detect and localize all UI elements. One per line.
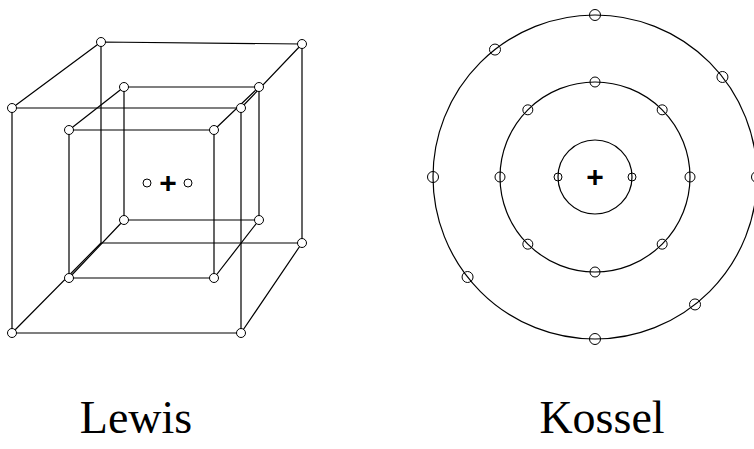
electron (8, 104, 17, 113)
electron (184, 179, 192, 187)
lewis-cubes (12, 42, 302, 333)
electron (210, 274, 219, 283)
electron (120, 83, 129, 92)
electron (65, 126, 74, 135)
electron (298, 239, 307, 248)
electron (752, 172, 754, 183)
electron (255, 83, 264, 92)
electron (97, 38, 106, 47)
electron (120, 216, 129, 225)
electron (143, 179, 151, 187)
electron (237, 329, 246, 338)
kossel-shells (433, 15, 754, 339)
electron-dots (8, 10, 754, 345)
electron (65, 274, 74, 283)
electron (8, 329, 17, 338)
nucleus-sign: + (586, 162, 604, 192)
electron (255, 216, 264, 225)
model-name: Lewis (80, 395, 192, 441)
electron (298, 40, 307, 49)
electron (210, 126, 219, 135)
model-name: Kossel (539, 395, 664, 441)
nucleus-sign: + (159, 168, 177, 198)
electron (237, 104, 246, 113)
